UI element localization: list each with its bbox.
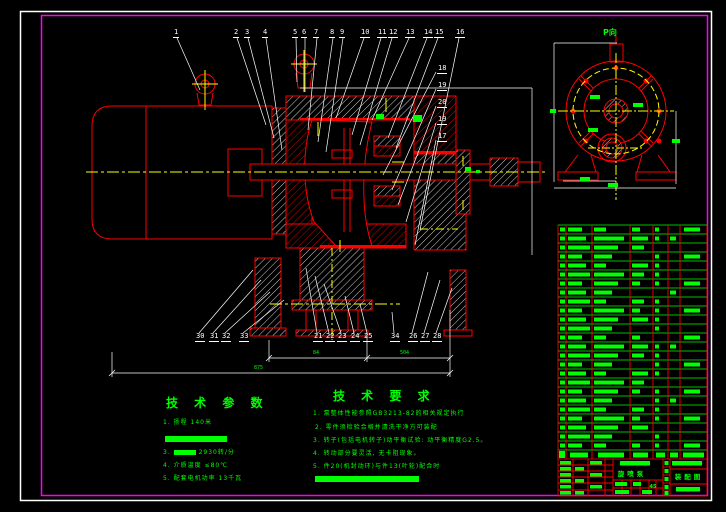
part-callout-bottom: 24 bbox=[350, 332, 361, 342]
title-block-sheet: 装配图 bbox=[674, 473, 704, 481]
item-number: 3. bbox=[163, 449, 171, 456]
part-callout-top: 16 bbox=[455, 28, 466, 38]
part-callout-bottom: 21 bbox=[313, 332, 324, 342]
part-callout-bottom: 33 bbox=[239, 332, 250, 342]
tech-req-title: 技 术 要 求 bbox=[333, 389, 436, 403]
part-callout-top: 9 bbox=[339, 28, 346, 38]
sheet-border bbox=[19, 10, 713, 502]
tech-req-line: 1. 泵整体性能参照GB3213-82的相关规定执行 bbox=[313, 410, 465, 417]
part-callout-bottom: 34 bbox=[390, 332, 401, 342]
part-callout-bottom: 31 bbox=[209, 332, 220, 342]
tech-req-line: 4. 转动部分要灵活, 无卡阻现象。 bbox=[313, 450, 421, 457]
part-callout-top: 12 bbox=[388, 28, 399, 38]
main-assembly-view bbox=[91, 53, 541, 337]
part-callout-right: 19 bbox=[437, 115, 448, 125]
part-callout-bottom: 26 bbox=[408, 332, 419, 342]
part-callout-right: 20 bbox=[437, 98, 448, 108]
tech-req-line: 3. 转子(包括电机转子)动平衡试验: 动平衡精度G2.5。 bbox=[313, 437, 488, 444]
note-block bbox=[465, 167, 471, 171]
item-value: 2930转/分 bbox=[198, 449, 235, 456]
part-callout-bottom: 28 bbox=[432, 332, 443, 342]
centerlines bbox=[86, 50, 548, 340]
dim-value: 504 bbox=[400, 350, 410, 356]
note-block bbox=[476, 170, 480, 173]
dim-value: 875 bbox=[254, 365, 264, 371]
note-block bbox=[633, 103, 643, 107]
part-callout-top: 10 bbox=[360, 28, 371, 38]
p-view-label: P向 bbox=[603, 28, 617, 37]
note-block bbox=[588, 128, 598, 132]
dimension-lines bbox=[108, 310, 454, 377]
note-block bbox=[590, 95, 600, 99]
note-block bbox=[672, 139, 680, 143]
part-callout-top: 14 bbox=[423, 28, 434, 38]
title-block-material: 45 bbox=[649, 484, 657, 490]
tech-param-item-highlighted bbox=[165, 436, 227, 442]
tech-req-line: 5. 件20(机封动环)与件13(叶轮)配合时 bbox=[313, 463, 441, 470]
part-callout-bottom: 30 bbox=[195, 332, 206, 342]
part-callout-top: 13 bbox=[405, 28, 416, 38]
dim-value: 84 bbox=[313, 350, 320, 356]
reference-lines bbox=[300, 87, 533, 255]
part-callout-top: 7 bbox=[313, 28, 320, 38]
note-block bbox=[413, 115, 422, 122]
part-callout-top: 2 bbox=[233, 28, 240, 38]
tech-param-item: 5. 配套电机功率 13千瓦 bbox=[163, 475, 243, 482]
part-callout-top: 11 bbox=[377, 28, 388, 38]
note-block bbox=[376, 114, 384, 119]
tech-params-title: 技 术 参 数 bbox=[166, 396, 269, 410]
part-callout-top: 3 bbox=[244, 28, 251, 38]
part-callout-top: 1 bbox=[173, 28, 180, 38]
tech-param-item: 4. 介质温度 ≤80℃ bbox=[163, 462, 228, 469]
part-callout-top: 5 bbox=[292, 28, 299, 38]
part-callout-top: 4 bbox=[262, 28, 269, 38]
part-callout-bottom: 32 bbox=[221, 332, 232, 342]
part-callout-right: 18 bbox=[437, 64, 448, 74]
highlight-block bbox=[173, 450, 196, 455]
part-callout-bottom: 22 bbox=[325, 332, 336, 342]
part-callout-bottom: 23 bbox=[337, 332, 348, 342]
part-callout-top: 6 bbox=[301, 28, 308, 38]
part-callout-top: 8 bbox=[329, 28, 336, 38]
part-callout-bottom: 25 bbox=[363, 332, 374, 342]
tech-req-line-highlighted bbox=[315, 476, 419, 482]
tech-req-line: 2. 零件须检验合格并清洗干净方可装配 bbox=[315, 424, 438, 431]
part-callout-bottom: 27 bbox=[420, 332, 431, 342]
note-block bbox=[608, 183, 618, 187]
note-block bbox=[580, 177, 590, 181]
part-callout-right: 17 bbox=[437, 132, 448, 142]
generated-linework bbox=[176, 37, 708, 497]
tech-param-item: 1. 扬程 140米 bbox=[163, 419, 212, 426]
part-callout-right: 19 bbox=[437, 81, 448, 91]
part-callout-top: 15 bbox=[434, 28, 445, 38]
note-block bbox=[550, 109, 556, 113]
tech-param-item: 3. 2930转/分 bbox=[163, 449, 235, 456]
p-direction-view bbox=[553, 36, 677, 200]
title-block-product: 旋喷泵 bbox=[617, 470, 647, 478]
